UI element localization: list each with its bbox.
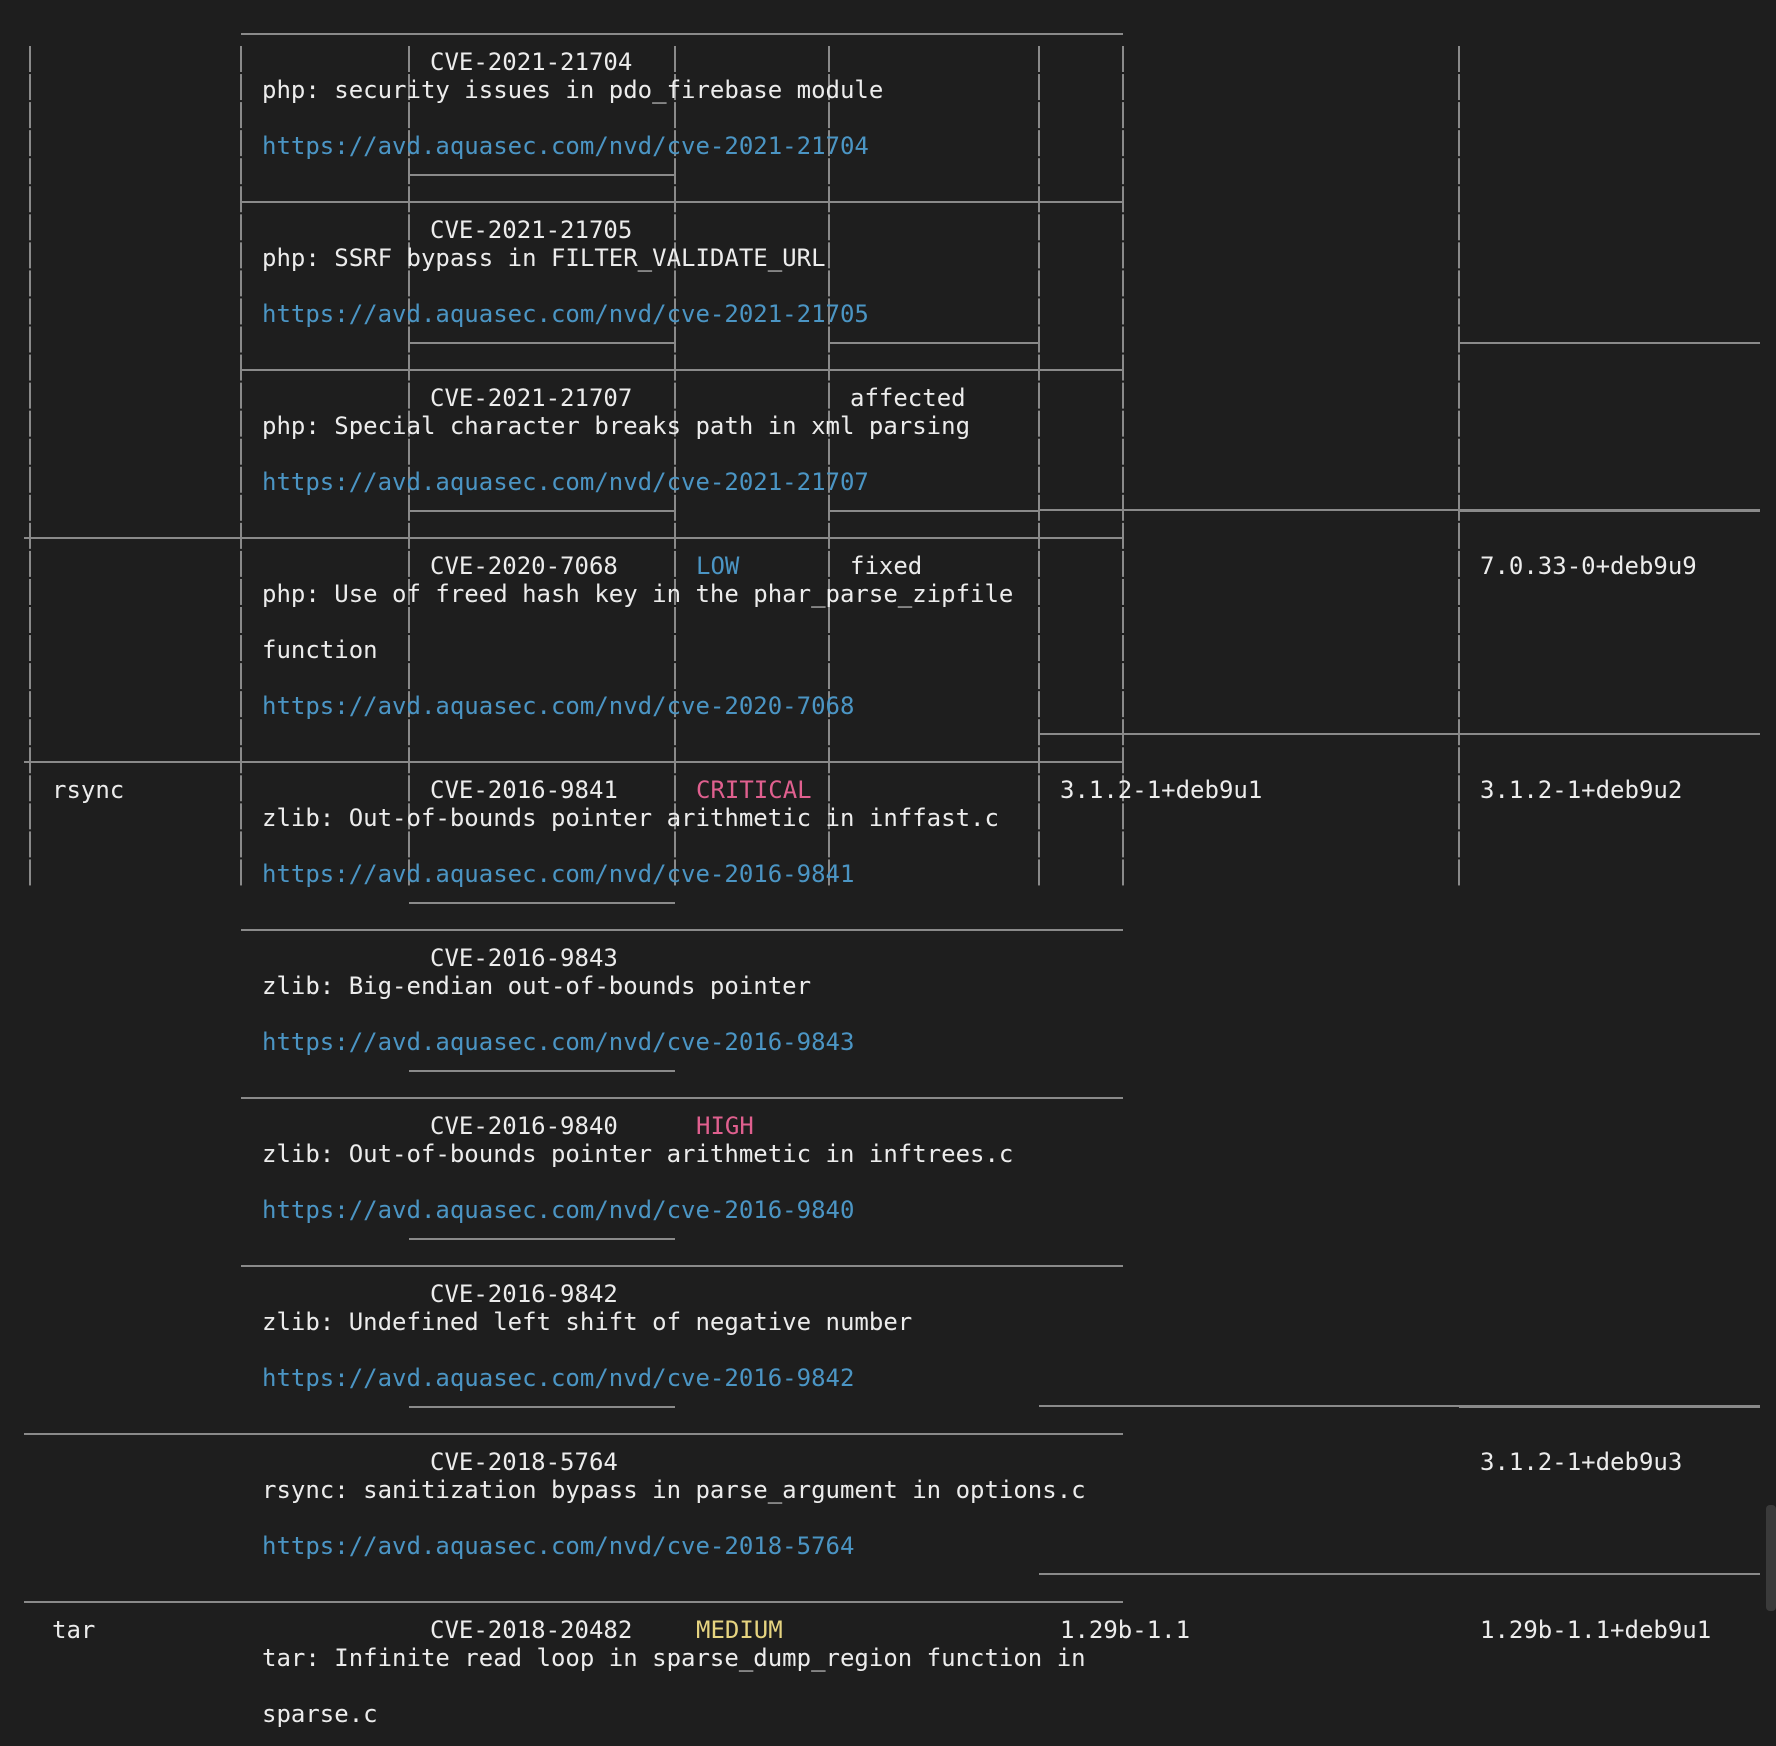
scrollbar-thumb[interactable] (1766, 1505, 1776, 1611)
vulnerability-id: CVE-2016-9842 (430, 1280, 618, 1308)
advisory-link[interactable]: https://avd.aquasec.com/nvd/cve-2016-984… (262, 1028, 855, 1056)
vulnerability-title: php: Special character breaks path in xm… (262, 412, 971, 440)
fixed-version: 7.0.33-0+deb9u9 (1480, 552, 1697, 580)
vulnerability-id: CVE-2018-5764 (430, 1448, 618, 1476)
advisory-link[interactable]: https://avd.aquasec.com/nvd/cve-2020-706… (262, 692, 855, 720)
vulnerability-title: php: security issues in pdo_firebase mod… (262, 76, 884, 104)
vulnerability-id: CVE-2021-21707 (430, 384, 633, 412)
library-name: tar (52, 1616, 96, 1644)
vulnerability-id: CVE-2020-7068 (430, 552, 618, 580)
vulnerability-title: function (262, 636, 378, 664)
vulnerability-title: zlib: Out-of-bounds pointer arithmetic i… (262, 804, 999, 832)
advisory-link[interactable]: https://avd.aquasec.com/nvd/cve-2016-984… (262, 1196, 855, 1224)
vulnerability-title: tar: Infinite read loop in sparse_dump_r… (262, 1644, 1086, 1672)
vulnerability-id: CVE-2018-20482 (430, 1616, 633, 1644)
installed-version: 3.1.2-1+deb9u1 (1060, 776, 1263, 804)
vulnerability-id: CVE-2016-9843 (430, 944, 618, 972)
library-name: rsync (52, 776, 125, 804)
status-label: affected (850, 384, 966, 412)
vulnerability-title: rsync: sanitization bypass in parse_argu… (262, 1476, 1086, 1504)
fixed-version: 3.1.2-1+deb9u3 (1480, 1448, 1683, 1476)
vulnerability-title: zlib: Out-of-bounds pointer arithmetic i… (262, 1140, 1014, 1168)
severity-badge: HIGH (696, 1112, 754, 1140)
vulnerability-title: php: Use of freed hash key in the phar_p… (262, 580, 1014, 608)
advisory-link[interactable]: https://avd.aquasec.com/nvd/cve-2018-576… (262, 1532, 855, 1560)
severity-badge: MEDIUM (696, 1616, 783, 1644)
vulnerability-title: sparse.c (262, 1700, 378, 1728)
vulnerability-title: zlib: Undefined left shift of negative n… (262, 1308, 913, 1336)
severity-badge: LOW (696, 552, 740, 580)
vulnerability-id: CVE-2016-9841 (430, 776, 618, 804)
vulnerability-id: CVE-2021-21705 (430, 216, 633, 244)
fixed-version: 3.1.2-1+deb9u2 (1480, 776, 1683, 804)
vulnerability-title: php: SSRF bypass in FILTER_VALIDATE_URL (262, 244, 826, 272)
advisory-link[interactable]: https://avd.aquasec.com/nvd/cve-2021-217… (262, 300, 869, 328)
severity-badge: CRITICAL (696, 776, 812, 804)
vulnerability-id: CVE-2016-9840 (430, 1112, 618, 1140)
advisory-link[interactable]: https://avd.aquasec.com/nvd/cve-2016-984… (262, 860, 855, 888)
advisory-link[interactable]: https://avd.aquasec.com/nvd/cve-2021-217… (262, 132, 869, 160)
status-label: fixed (850, 552, 923, 580)
vulnerability-id: CVE-2021-21704 (430, 48, 633, 76)
advisory-link[interactable]: https://avd.aquasec.com/nvd/cve-2021-217… (262, 468, 869, 496)
vulnerability-title: zlib: Big-endian out-of-bounds pointer (262, 972, 812, 1000)
fixed-version: 1.29b-1.1+deb9u1 (1480, 1616, 1712, 1644)
advisory-link[interactable]: https://avd.aquasec.com/nvd/cve-2016-984… (262, 1364, 855, 1392)
installed-version: 1.29b-1.1 (1060, 1616, 1191, 1644)
